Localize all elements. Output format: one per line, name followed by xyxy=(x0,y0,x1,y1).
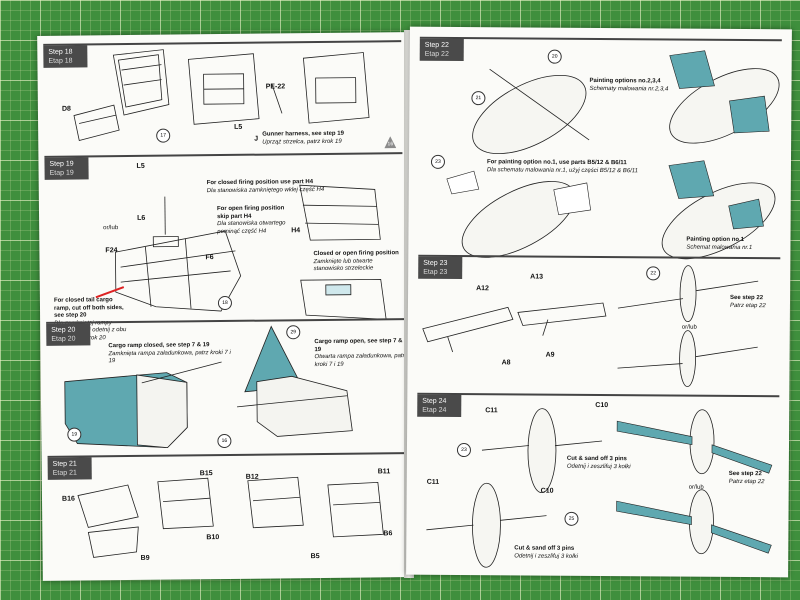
reference-circle: 19 xyxy=(67,427,82,442)
part-label: F6 xyxy=(205,254,214,262)
part-label: F24 xyxy=(105,247,118,255)
part-label: B10 xyxy=(206,534,220,542)
part-label: C10 xyxy=(595,401,609,410)
part-label: J xyxy=(254,135,259,143)
or-label: or/lub xyxy=(681,324,697,331)
step-24-drawing xyxy=(426,408,773,568)
step-22-panel: Step 22 Etap 22 Painting options no.2,3,… xyxy=(418,36,782,260)
step-23-drawing xyxy=(422,265,759,388)
reference-circle: 29 xyxy=(286,325,301,340)
option-1-parts-note: For painting option no.1, use parts B5/1… xyxy=(486,159,639,174)
step-19-panel: Step 19 Etap 19 L5 L6 F24 F6 H4 or/lub F… xyxy=(44,152,405,341)
part-label: C11 xyxy=(485,407,498,415)
part-label: B11 xyxy=(377,468,391,476)
part-label: C10 xyxy=(540,487,554,495)
part-label: L5 xyxy=(136,162,145,170)
or-label: or/lub xyxy=(688,484,704,491)
step-21-drawing xyxy=(77,476,384,558)
reference-circle: 22 xyxy=(646,266,661,281)
reference-circle: 16 xyxy=(217,433,232,449)
part-label: PE-22 xyxy=(265,83,286,91)
part-label: A8 xyxy=(501,359,511,367)
step-19-drawing xyxy=(95,184,387,320)
reference-circle: 20 xyxy=(547,49,562,64)
step-20-panel: Step 20 Etap 20 Cargo ramp closed, see s… xyxy=(46,318,408,454)
reference-circle: 17 xyxy=(156,128,171,143)
part-label: B12 xyxy=(245,473,259,481)
part-label: A12 xyxy=(476,285,489,293)
reference-circle: 18 xyxy=(217,295,233,311)
part-label: B16 xyxy=(61,495,75,503)
part-label: L5 xyxy=(234,123,243,131)
step-18-panel: Step 18 Etap 18 D8 PE-22 L5 J 17 Gunner … xyxy=(43,40,403,156)
step-24-panel: Step 24 Etap 24 C11 C10 C11 C10 Cut & sa… xyxy=(416,392,780,568)
part-label: A9 xyxy=(545,351,555,359)
or-label: or/lub xyxy=(103,225,119,232)
part-label: B15 xyxy=(199,470,213,478)
reference-circle: 23 xyxy=(430,154,446,169)
step-22-drawing xyxy=(446,50,780,260)
part-label: H4 xyxy=(291,227,301,235)
step-20-drawing xyxy=(64,325,353,449)
reference-circle: 23 xyxy=(456,443,472,458)
part-label: L6 xyxy=(137,214,146,222)
part-label: A13 xyxy=(530,273,544,281)
step-23-panel: Step 23 Etap 23 A12 A13 A8 A9 or/lub 22 … xyxy=(417,254,781,390)
step-18-drawing xyxy=(73,49,370,142)
left-instruction-page: Step 18 Etap 18 D8 PE-22 L5 J 17 Gunner … xyxy=(37,32,413,581)
part-label: B6 xyxy=(383,530,393,538)
part-label: B9 xyxy=(140,554,150,562)
step-21-panel: Step 21 Etap 21 B16 B15 B12 B11 B10 B9 B… xyxy=(47,452,407,576)
part-label: B5 xyxy=(310,553,320,561)
reference-circle: 21 xyxy=(471,91,486,106)
reference-circle: 25 xyxy=(564,511,579,526)
right-instruction-page: Step 22 Etap 22 Painting options no.2,3,… xyxy=(406,26,792,578)
part-label: C11 xyxy=(426,478,440,486)
part-label: D8 xyxy=(61,105,71,113)
